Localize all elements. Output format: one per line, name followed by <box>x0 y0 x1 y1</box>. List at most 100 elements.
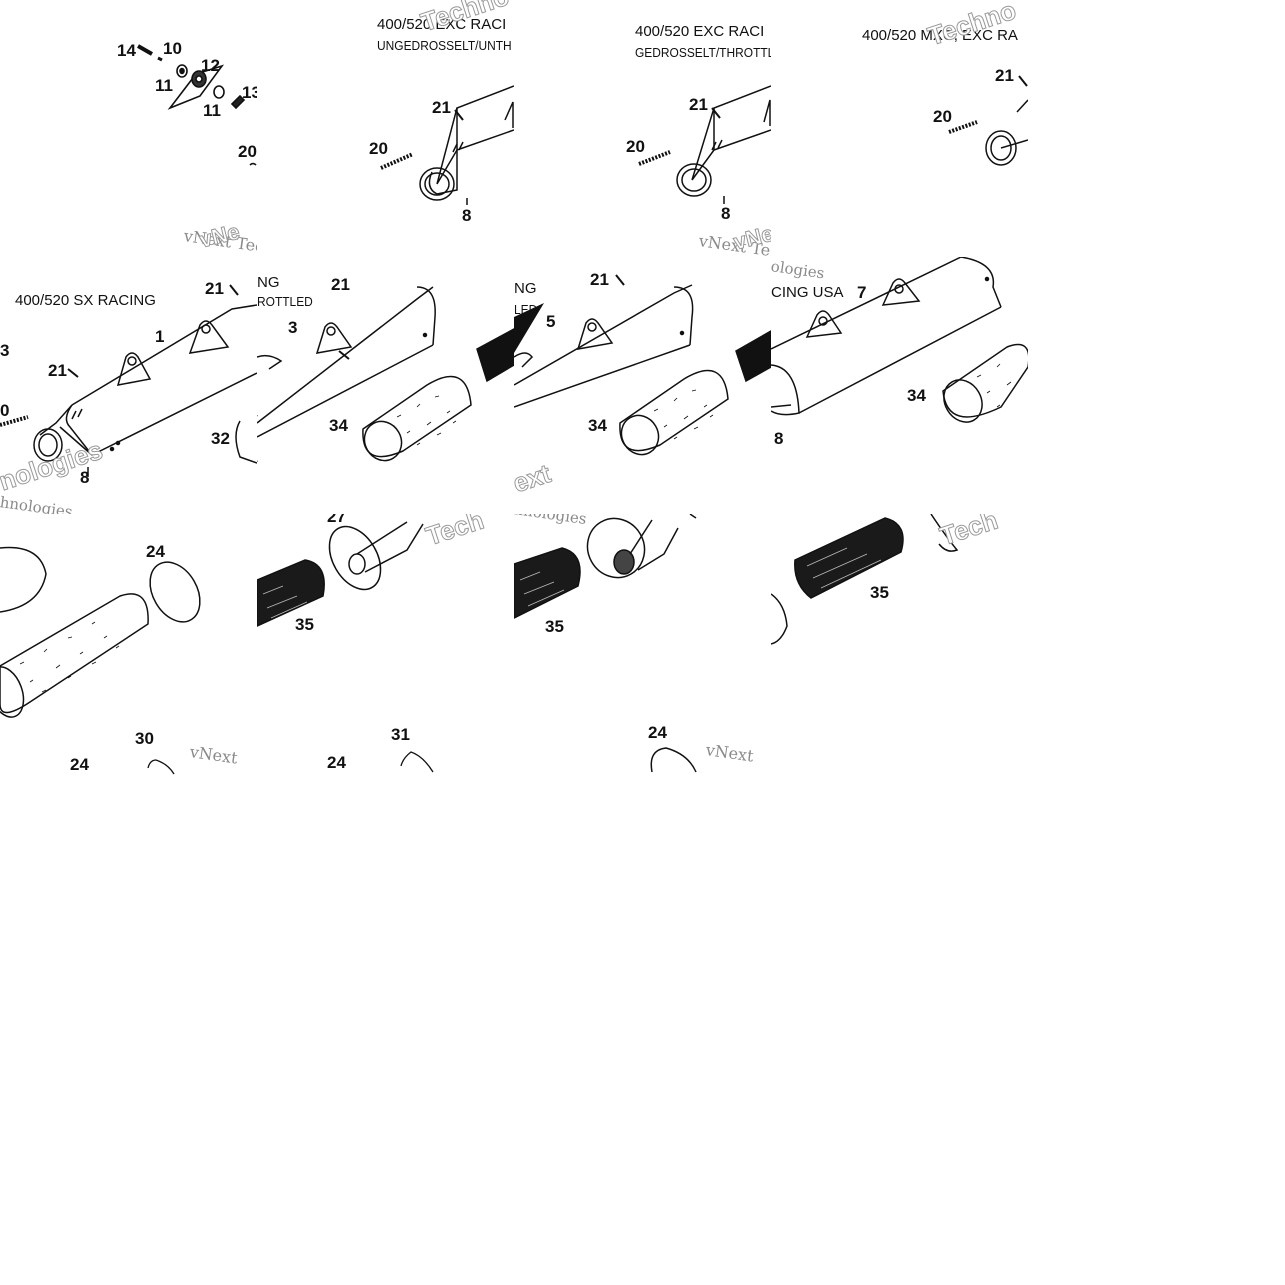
inlet-flange <box>676 163 712 197</box>
label-20: 20 <box>369 139 388 158</box>
label-11-lower: 11 <box>203 101 221 120</box>
bottom-c-drawing <box>650 747 697 773</box>
o-ring-24 <box>650 747 697 773</box>
label-35: 35 <box>545 617 564 636</box>
screen-drawing <box>514 514 697 619</box>
nut-13 <box>230 94 246 110</box>
label-27: 27 <box>327 514 346 526</box>
dark-packing-drawing <box>257 521 424 627</box>
label-14: 14 <box>117 41 136 60</box>
bracket-part <box>167 64 225 110</box>
label-21: 21 <box>995 66 1014 85</box>
ring <box>586 517 646 579</box>
inlet-flange <box>419 167 455 201</box>
exc-throttled-drawing <box>638 85 771 204</box>
label-21: 21 <box>432 98 451 117</box>
label-12: 12 <box>201 56 220 75</box>
tile-dark-packing-2: 35 Tech <box>771 514 1028 771</box>
label-20: 20 <box>933 107 952 126</box>
packing-oring-drawing <box>0 546 201 718</box>
title-exc-throttled: 400/520 EXC RACI <box>635 23 765 40</box>
bottom-b-drawing <box>400 751 434 773</box>
label-20: 20 <box>626 137 645 156</box>
muffler-body <box>1016 99 1028 113</box>
label-32: 32 <box>211 429 230 448</box>
label-20: 20 <box>238 142 257 161</box>
label-13: 13 <box>242 83 257 102</box>
bracket <box>116 352 152 386</box>
label-21-lower: 21 <box>48 361 67 380</box>
title-sx-racing: 400/520 SX RACING <box>15 292 156 309</box>
label-35: 35 <box>295 615 314 634</box>
bracket <box>315 322 353 354</box>
spring-20 <box>380 152 414 170</box>
sx-racing-drawing <box>0 284 257 477</box>
spring-20 <box>948 120 978 134</box>
tile-dark-packing: 35 27 Tech <box>257 514 514 771</box>
label-34: 34 <box>329 416 348 435</box>
label-21: 21 <box>331 275 350 294</box>
bracket <box>805 310 843 338</box>
label-8: 8 <box>721 204 731 223</box>
hardware-drawing <box>137 44 257 166</box>
label-35: 35 <box>870 583 889 602</box>
washer-11-lower <box>213 85 225 99</box>
label-34: 34 <box>588 416 607 435</box>
dark-packing-edge <box>735 330 771 383</box>
title-mxc-exc: 400/520 MXC, EXC RA <box>862 27 1018 44</box>
tile-packing-oring: 24 <box>0 514 257 771</box>
tile-bottom-labels-b: 31 24 <box>257 720 514 777</box>
label-31: 31 <box>391 725 410 744</box>
bottom-a-drawing <box>147 759 175 775</box>
label-8: 8 <box>462 206 472 225</box>
screw-14 <box>137 44 153 56</box>
tile-exc-throttled: 400/520 EXC RACI GEDROSSELT/THROTTL 21 2… <box>514 0 771 257</box>
label-5: 5 <box>546 312 556 331</box>
label-10: 10 <box>163 39 182 58</box>
tile-bottom-labels-c: 24 vNext <box>514 720 771 777</box>
tile-mxc-exc: 400/520 MXC, EXC RA 21 20 Techno <box>771 0 1028 257</box>
dark-packing-2-drawing <box>771 514 959 645</box>
label-24: 24 <box>70 755 89 774</box>
mxc-exc-drawing <box>948 75 1028 166</box>
label-24: 24 <box>648 723 667 742</box>
tile-row3-a <box>0 771 257 777</box>
title-fragment: NG <box>257 274 280 291</box>
label-3: 3 <box>0 341 10 360</box>
muffler-body <box>71 304 257 406</box>
variant-3-drawing <box>257 286 514 462</box>
variant-5-drawing <box>514 274 771 456</box>
label-34: 34 <box>907 386 926 405</box>
dark-packing-35 <box>794 517 904 599</box>
tile-screen: 35 22 hnologies <box>514 514 771 771</box>
tile-variant-5: NG LED 21 5 34 ext <box>514 257 771 514</box>
subtitle-fragment: LED <box>514 302 538 317</box>
spring-20 <box>0 415 29 427</box>
silencer-packing-34 <box>942 343 1028 418</box>
label-24: 24 <box>327 753 346 772</box>
title-fragment: NG <box>514 280 537 297</box>
subtitle-fragment: ROTTLED <box>257 294 313 309</box>
o-ring-24 <box>149 561 201 623</box>
screen-mesh <box>613 549 635 575</box>
title-racing-usa: CING USA <box>771 284 844 301</box>
silencer-packing <box>0 593 149 714</box>
inlet-flange <box>985 130 1017 166</box>
dark-packing-edge <box>476 328 514 383</box>
muffler-body <box>514 284 693 386</box>
dark-packing-35 <box>514 547 581 619</box>
label-21: 21 <box>689 95 708 114</box>
title-exc-unthrottled: 400/520 EXC RACI <box>377 16 507 33</box>
exc-unthrottled-drawing <box>380 85 514 205</box>
racing-usa-drawing <box>771 257 1028 423</box>
tile-racing-usa: CING USA 7 34 8 ologies <box>771 257 1028 514</box>
subtitle-unthrottled: UNGEDROSSELT/UNTH <box>377 38 512 53</box>
tile-hardware: 14 10 12 11 11 13 20 vNext Tec vNe <box>0 0 257 257</box>
label-24: 24 <box>146 542 165 561</box>
label-1: 1 <box>155 327 165 346</box>
tile-variant-3: NG ROTTLED 21 3 34 <box>257 257 514 514</box>
ring-27 <box>328 525 382 591</box>
tile-bottom-labels-a: 30 24 vNext <box>0 720 257 777</box>
inlet-flange <box>33 428 63 462</box>
subtitle-throttled: GEDROSSELT/THROTTL <box>635 45 771 60</box>
